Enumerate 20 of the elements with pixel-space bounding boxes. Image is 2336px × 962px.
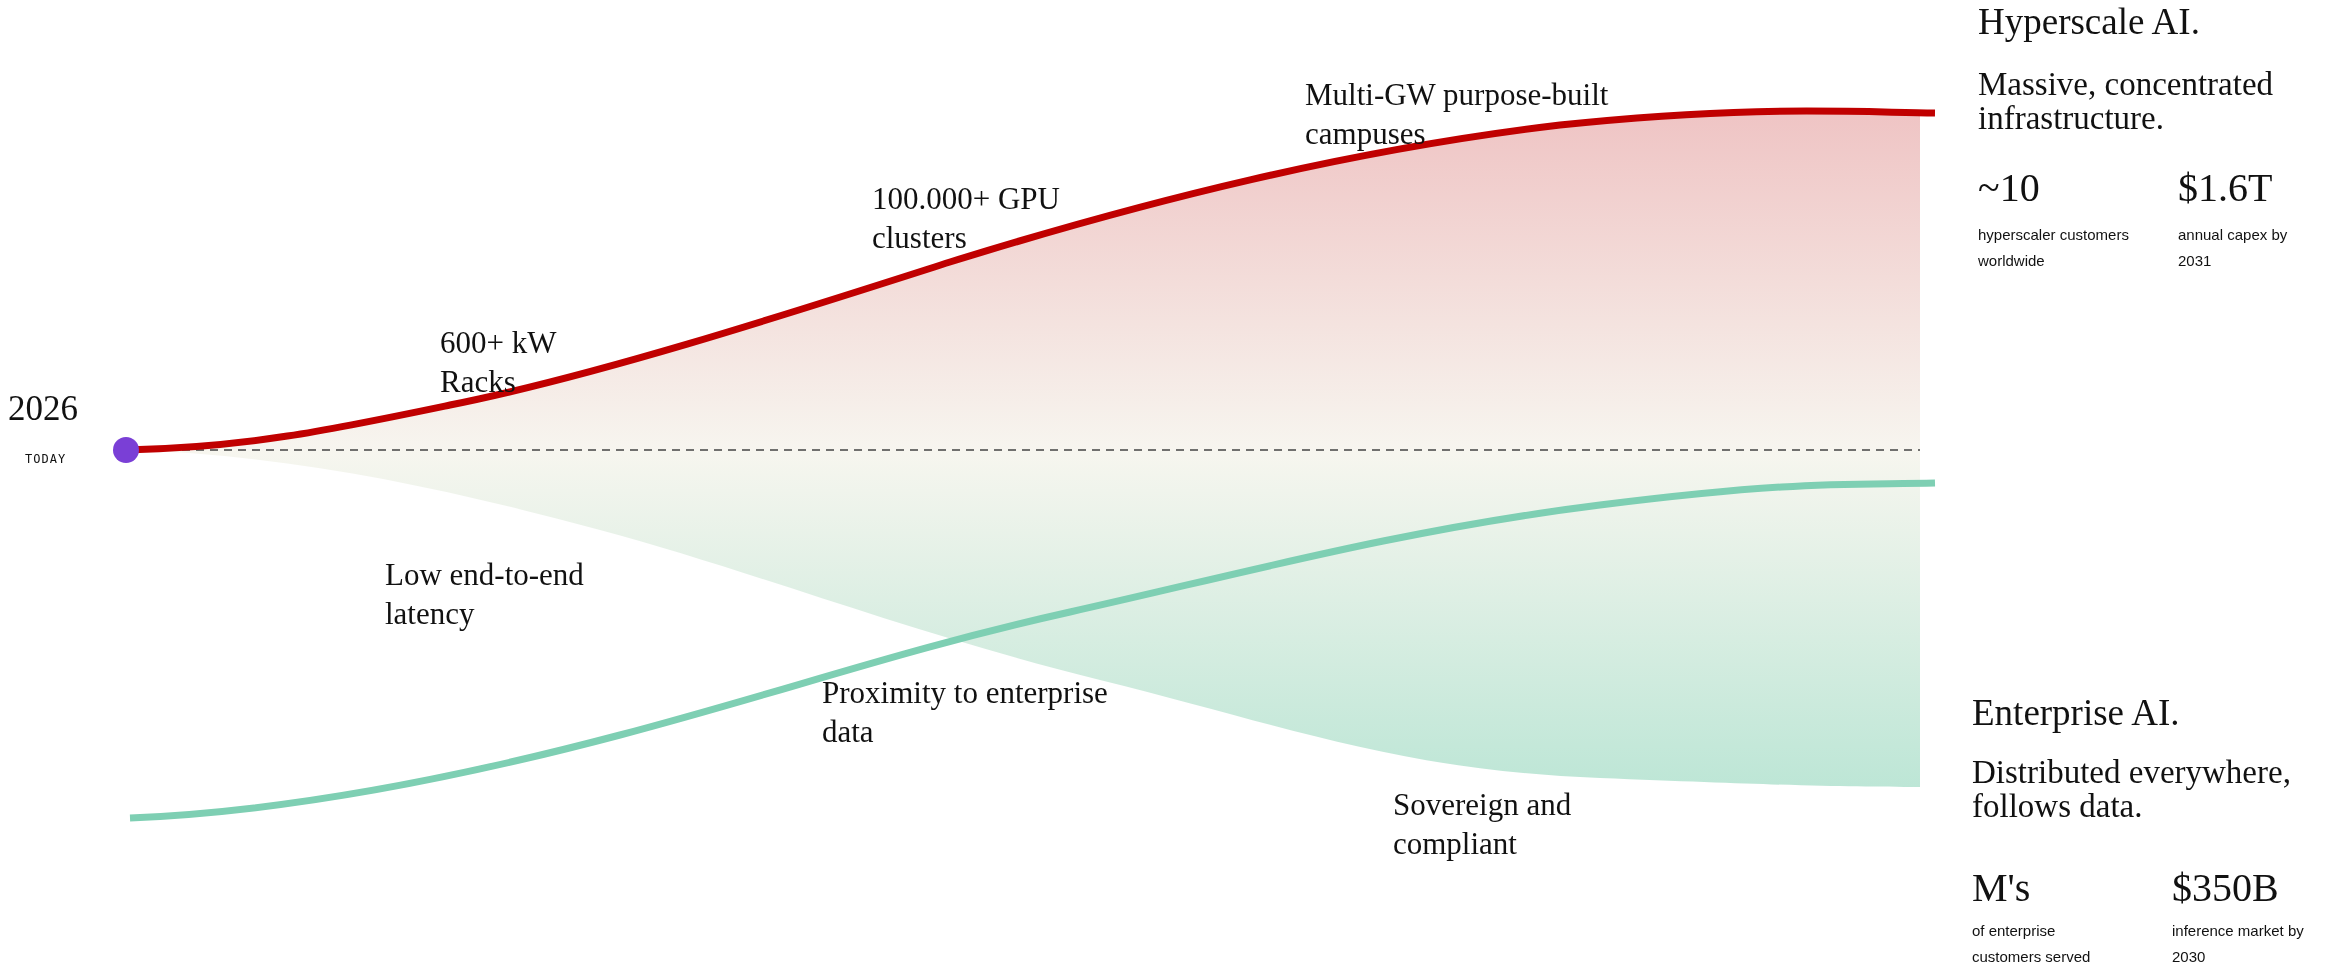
year-label: 2026 — [8, 390, 78, 429]
curve-annotation: 100.000+ GPU clusters — [872, 180, 1061, 257]
panel-subtitle: Massive, concentrated infrastructure. — [1978, 68, 2275, 136]
stat-value: M's — [1972, 866, 2031, 910]
curve-annotation: Proximity to enterprise data — [822, 674, 1109, 751]
stat-caption: inference market by 2030 — [2172, 921, 2305, 962]
curve-annotation: Sovereign and compliant — [1393, 786, 1573, 863]
panel-heading: Enterprise AI. — [1972, 693, 2180, 734]
curve-annotation: Low end-to-end latency — [385, 556, 585, 633]
stat-value: ~10 — [1978, 166, 2040, 210]
curve-annotation: Multi-GW purpose-built campuses — [1305, 76, 1610, 153]
stat-value: $1.6T — [2178, 166, 2273, 210]
stat-caption: of enterprise customers served — [1972, 921, 2092, 962]
stat-value: $350B — [2172, 866, 2279, 910]
curve-annotation: 600+ kW Racks — [440, 324, 558, 401]
stat-caption: annual capex by 2031 — [2178, 225, 2289, 272]
today-label: TODAY — [25, 452, 67, 467]
panel-subtitle: Distributed everywhere, follows data. — [1972, 756, 2292, 824]
stat-caption: hyperscaler customers worldwide — [1978, 225, 2130, 272]
panel-heading: Hyperscale AI. — [1978, 2, 2200, 43]
